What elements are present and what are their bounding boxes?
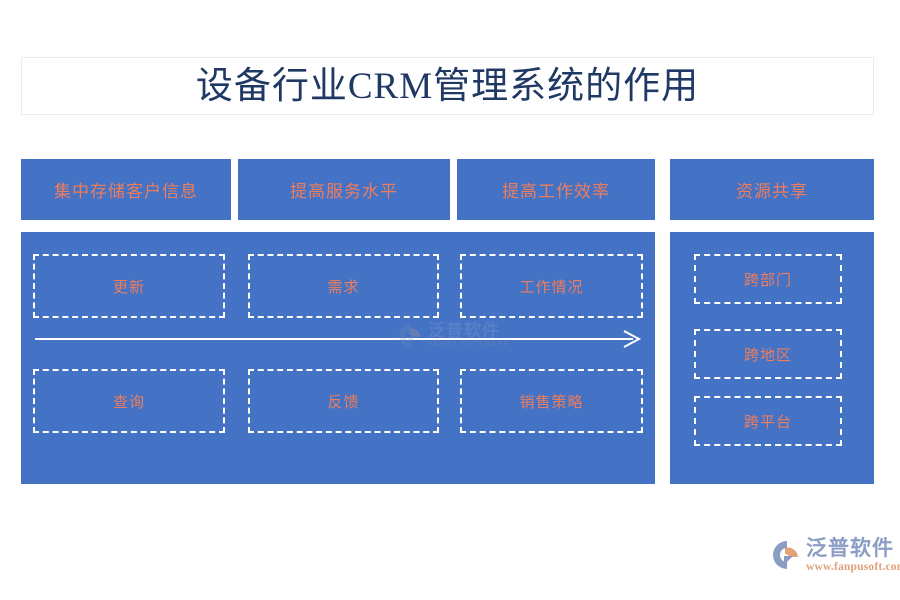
left-cell-work-status-label: 工作情况 xyxy=(519,279,584,296)
left-panel: 更新 需求 工作情况 查询 反馈 销售策略 xyxy=(21,232,655,484)
left-cell-demand[interactable]: 需求 xyxy=(248,254,439,318)
left-cell-sales-strategy-label: 销售策略 xyxy=(519,394,584,411)
right-cell-cross-platform[interactable]: 跨平台 xyxy=(694,396,842,446)
header-box-3[interactable]: 提高工作效率 xyxy=(457,159,655,220)
brand-url: www.fanpusoft.com xyxy=(806,561,900,574)
left-cell-feedback[interactable]: 反馈 xyxy=(248,369,439,433)
header-row: 集中存储客户信息 提高服务水平 提高工作效率 资源共享 xyxy=(21,159,874,220)
header-label-1: 集中存储客户信息 xyxy=(54,182,198,201)
left-cell-work-status[interactable]: 工作情况 xyxy=(460,254,643,318)
header-label-3: 提高工作效率 xyxy=(502,182,610,201)
header-box-2[interactable]: 提高服务水平 xyxy=(238,159,450,220)
left-cell-sales-strategy[interactable]: 销售策略 xyxy=(460,369,643,433)
brand-texts: 泛普软件 www.fanpusoft.com xyxy=(806,537,900,574)
brand-logo: 泛普软件 www.fanpusoft.com xyxy=(772,537,900,584)
brand-name: 泛普软件 xyxy=(806,537,894,560)
left-cell-update[interactable]: 更新 xyxy=(33,254,225,318)
header-box-1[interactable]: 集中存储客户信息 xyxy=(21,159,231,220)
fanpu-logo-mark-icon xyxy=(773,541,798,569)
right-cell-cross-platform-label: 跨平台 xyxy=(743,414,792,431)
page-title: 设备行业CRM管理系统的作用 xyxy=(195,65,700,107)
right-arrow-icon xyxy=(35,330,642,348)
right-cell-cross-region[interactable]: 跨地区 xyxy=(694,329,842,379)
left-cell-feedback-label: 反馈 xyxy=(327,394,360,411)
right-panel: 跨部门 跨地区 跨平台 xyxy=(670,232,874,484)
header-label-2: 提高服务水平 xyxy=(290,182,398,201)
left-cell-query-label: 查询 xyxy=(112,394,145,411)
right-cell-cross-department[interactable]: 跨部门 xyxy=(694,254,842,304)
header-box-4[interactable]: 资源共享 xyxy=(670,159,874,220)
left-cell-update-label: 更新 xyxy=(112,279,145,296)
right-cell-cross-department-label: 跨部门 xyxy=(743,272,792,289)
left-cell-demand-label: 需求 xyxy=(327,279,360,296)
header-label-4: 资源共享 xyxy=(736,182,808,201)
right-cell-cross-region-label: 跨地区 xyxy=(743,347,792,364)
page-title-box: 设备行业CRM管理系统的作用 xyxy=(21,57,874,115)
left-cell-query[interactable]: 查询 xyxy=(33,369,225,433)
